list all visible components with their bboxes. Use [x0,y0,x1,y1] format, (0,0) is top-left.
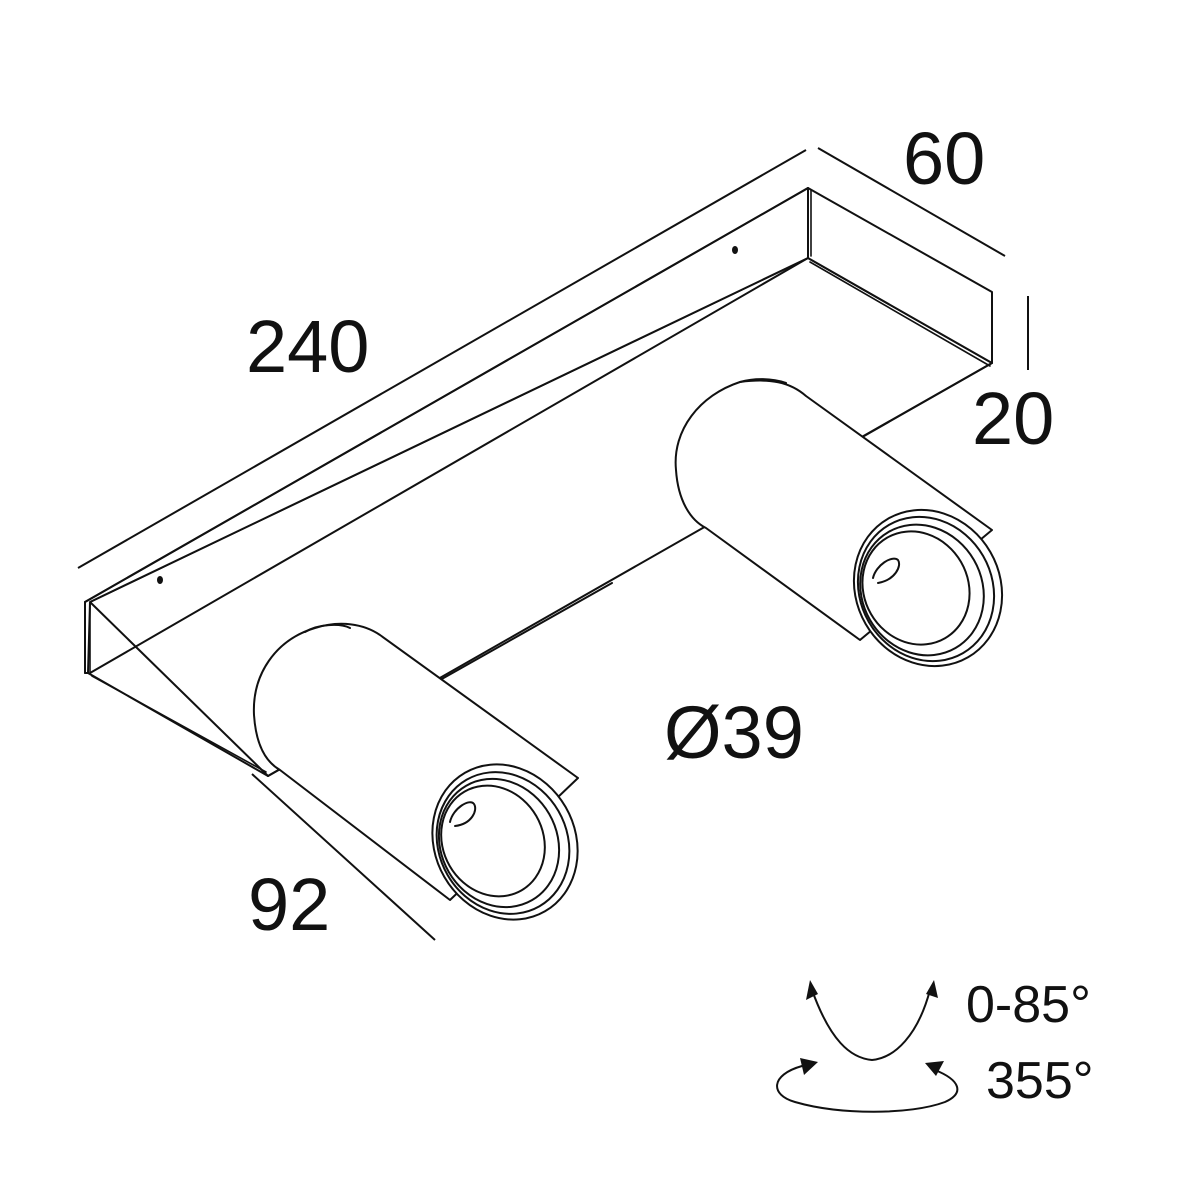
dimension-line-240 [77,149,807,569]
screw-hole-left [157,576,163,584]
label-tilt: 0-85° [966,976,1091,1034]
label-length: 240 [246,305,369,388]
spotlight-left [252,622,579,921]
tilt-arrows-icon [806,980,938,1061]
rotate-arrows-icon [776,1058,959,1113]
dimension-line-92 [251,773,436,941]
label-rotate: 355° [986,1052,1094,1110]
dimension-lines [77,147,1029,941]
label-spot-diameter: Ø39 [664,691,804,774]
dimension-line-60 [817,147,1006,257]
label-height: 20 [972,377,1054,460]
screw-hole-right [732,246,738,254]
spotlight-right [674,378,1004,668]
label-width: 60 [903,117,985,200]
label-spot-length: 92 [248,863,330,946]
